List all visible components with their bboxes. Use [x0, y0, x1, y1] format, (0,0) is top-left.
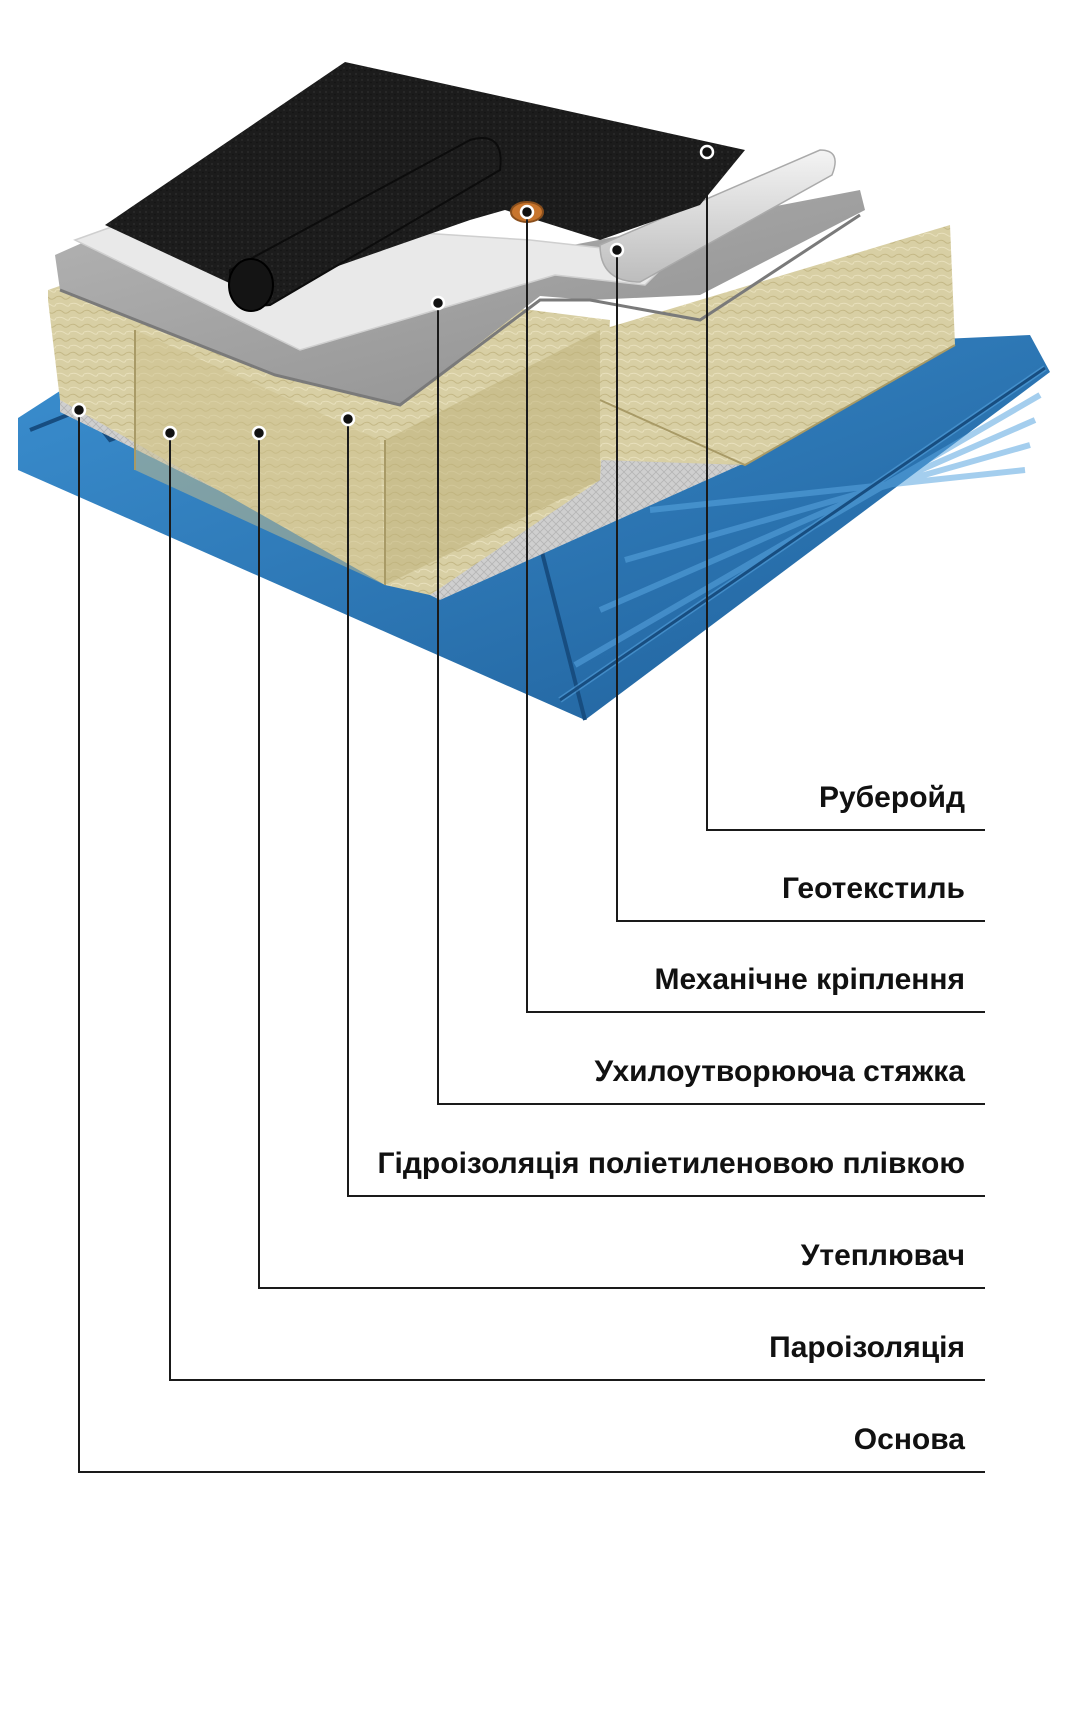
leader-dots — [71, 144, 715, 441]
leader-line-vapor-barrier — [169, 433, 985, 1381]
dot-insulation — [251, 425, 267, 441]
label-polyethylene: Гідроізоляція поліетиленовою плівкою — [378, 1147, 965, 1180]
label-base: Основа — [854, 1423, 966, 1456]
layer-labels: Руберойд Геотекстиль Механічне кріплення… — [378, 781, 966, 1456]
geotextile-roll — [599, 149, 836, 283]
leader-line-ruberoid — [706, 152, 985, 831]
leader-line-fastener — [526, 212, 985, 1013]
dot-screed — [430, 295, 446, 311]
label-ruberoid: Руберойд — [819, 781, 965, 814]
bitumen-membrane — [105, 62, 745, 312]
dot-base — [71, 402, 87, 418]
label-fastener: Механічне кріплення — [654, 963, 965, 996]
label-insulation: Утеплювач — [801, 1239, 965, 1272]
dot-vapor-barrier — [162, 425, 178, 441]
leader-line-base — [78, 410, 985, 1473]
leader-line-screed — [437, 303, 985, 1105]
dot-polyethylene — [340, 411, 356, 427]
leader-line-insulation — [258, 433, 985, 1289]
label-geotextile: Геотекстиль — [782, 872, 965, 905]
roof-illustration — [18, 62, 1050, 721]
leader-line-polyethylene — [347, 419, 985, 1197]
dot-ruberoid — [699, 144, 715, 160]
label-screed: Ухилоутворююча стяжка — [595, 1055, 966, 1088]
leader-line-geotextile — [616, 250, 985, 922]
dot-geotextile — [609, 242, 625, 258]
leader-lines — [78, 152, 985, 1473]
dot-fastener — [519, 204, 535, 220]
label-vapor-barrier: Пароізоляція — [769, 1331, 965, 1364]
